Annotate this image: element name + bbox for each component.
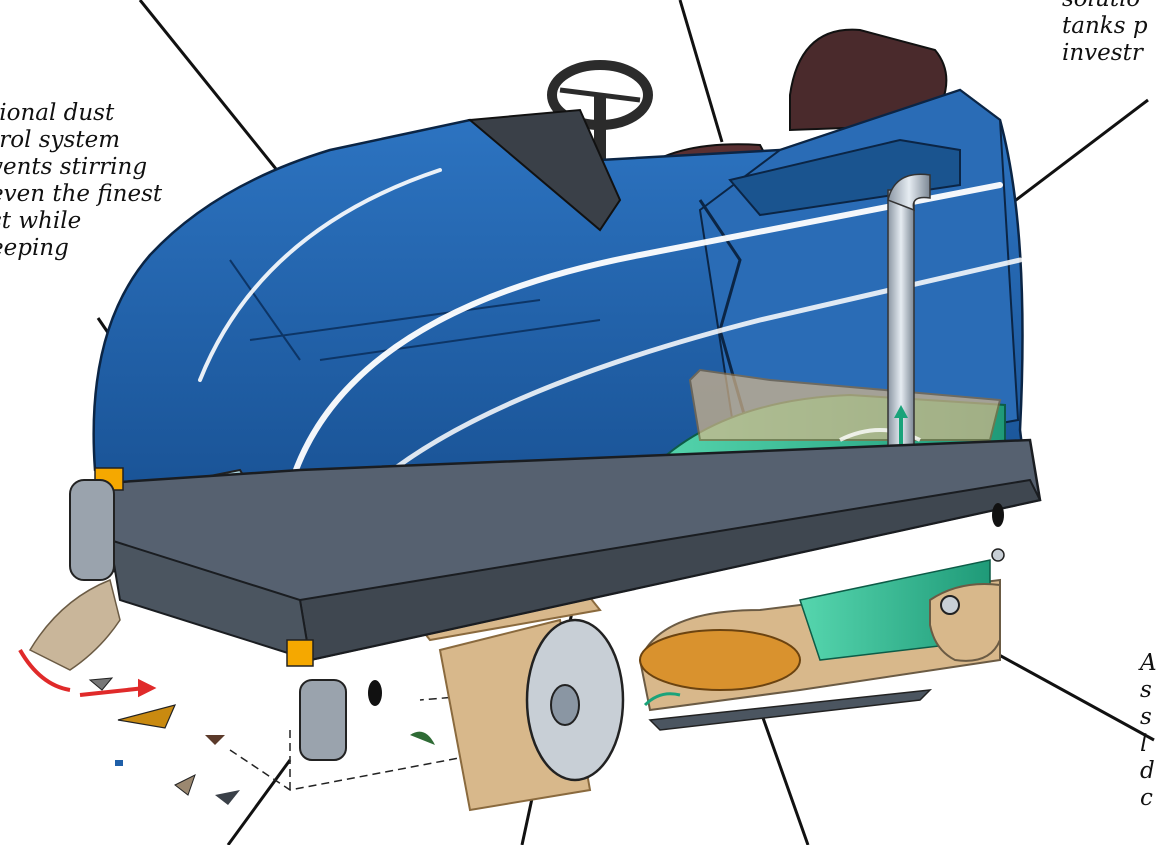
callout-right-edge: A s s l d c	[1140, 650, 1157, 811]
chassis-frame	[73, 438, 1042, 761]
scrub-deck	[638, 559, 1001, 731]
callout-solution-tanks: solutio tanks p investr	[1062, 0, 1148, 66]
rotation-arrows	[18, 649, 157, 698]
leader-line-bottom-left	[226, 759, 292, 845]
recycle-pipe	[887, 173, 931, 491]
debris-particles	[88, 677, 435, 805]
leader-line-bottom-right	[989, 648, 1155, 742]
main-broom-cylinder	[438, 618, 625, 812]
leader-line-top-right	[1011, 98, 1149, 205]
debris-catch-outline	[229, 694, 481, 791]
squeegee-assembly	[929, 548, 1005, 662]
leader-line-top-center	[678, 0, 724, 143]
leader-line-bottom-middle	[760, 714, 810, 845]
side-broom-left	[28, 479, 121, 671]
